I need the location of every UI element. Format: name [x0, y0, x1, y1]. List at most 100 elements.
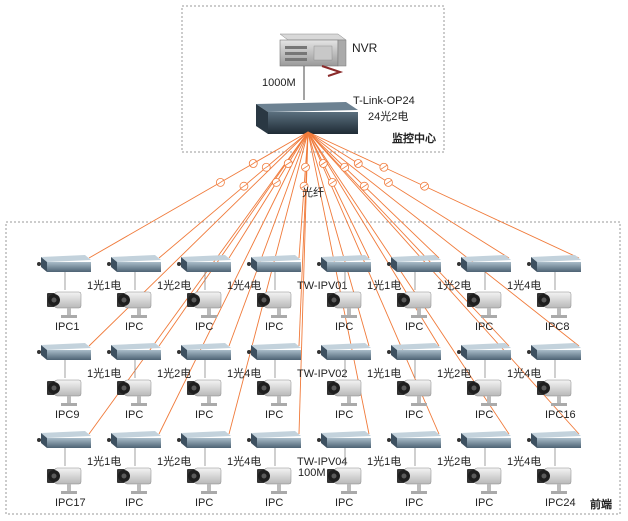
media-converter-r2-c3 [177, 343, 231, 360]
converter-label-r1-c6: 1光2电 [437, 278, 471, 292]
camera-label-r2-c8: IPC16 [545, 409, 576, 421]
ip-camera-r2-c3 [187, 379, 222, 406]
camera-label-r2-c7: IPC [475, 409, 493, 421]
media-converter-r2-c2 [107, 343, 161, 360]
fiber-line-r1-c5 [307, 131, 370, 259]
fiber-line-r2-c1 [88, 131, 309, 347]
switch-model-label: T-Link-OP24 [353, 95, 415, 107]
uplink-label: 1000M [262, 77, 296, 89]
fiber-line-r1-c2 [158, 131, 309, 259]
media-converter-r3-c4 [247, 431, 301, 448]
ip-camera-r2-c8 [537, 379, 572, 406]
camera-label-r1-c1: IPC1 [55, 321, 79, 333]
converter-label-r3-c5: 1光1电 [367, 454, 401, 468]
converter-label-r3-c7: 1光4电 [507, 454, 541, 468]
media-converter-r3-c5 [317, 431, 371, 448]
converter-label-r2-c1: 1光1电 [87, 366, 121, 380]
fiber-markers [215, 159, 429, 191]
core-switch-device [256, 102, 358, 134]
converter-label-r2-c6: 1光2电 [437, 366, 471, 380]
converter-label-r3-c6: 1光2电 [437, 454, 471, 468]
fiber-line-r1-c6 [307, 131, 440, 259]
ip-camera-r2-c4 [257, 379, 292, 406]
fiber-marker-slash [385, 180, 392, 185]
camera-label-r1-c4: IPC [265, 321, 283, 333]
media-converter-r2-c6 [387, 343, 441, 360]
converter-label-r2-c7: 1光4电 [507, 366, 541, 380]
media-converter-r1-c8 [527, 255, 581, 272]
converter-label-r2-c4: TW-IPV02 [297, 368, 348, 380]
converter-label-r1-c1: 1光1电 [87, 278, 121, 292]
camera-label-r3-c3: IPC [195, 497, 213, 509]
fiber-marker-slash [285, 161, 292, 166]
fiber-line-r3-c8 [307, 131, 580, 435]
camera-label-r1-c8: IPC8 [545, 321, 569, 333]
converter-label-r3-c1: 1光1电 [87, 454, 121, 468]
fiber-line-r1-c4 [298, 131, 309, 259]
ip-camera-r2-c7 [467, 379, 502, 406]
media-converter-r1-c1 [37, 255, 91, 272]
fiber-label: 光纤 [302, 185, 324, 199]
bottom-link-label: 100M [298, 467, 326, 479]
media-converter-r2-c1 [37, 343, 91, 360]
media-converter-r1-c3 [177, 255, 231, 272]
converter-label-r1-c2: 1光2电 [157, 278, 191, 292]
fiber-marker-slash [300, 183, 308, 189]
camera-label-r2-c2: IPC [125, 409, 143, 421]
nvr-label: NVR [352, 41, 378, 55]
media-converter-r1-c7 [457, 255, 511, 272]
media-converter-r3-c7 [457, 431, 511, 448]
converter-label-r2-c2: 1光2电 [157, 366, 191, 380]
media-converter-r3-c8 [527, 431, 581, 448]
nvr-device [279, 33, 347, 77]
camera-label-r1-c5: IPC [335, 321, 353, 333]
fiber-line-r1-c7 [307, 131, 510, 259]
fiber-marker-slash [263, 164, 270, 170]
fiber-line-r2-c5 [307, 131, 370, 347]
fiber-marker-slash [250, 161, 257, 166]
ip-camera-r1-c1 [47, 291, 82, 318]
ip-camera-r3-c5 [327, 467, 362, 494]
ip-camera-r2-c6 [397, 379, 432, 406]
converter-label-r2-c5: 1光1电 [367, 366, 401, 380]
camera-label-r2-c3: IPC [195, 409, 213, 421]
converter-label-r1-c4: TW-IPV01 [297, 280, 348, 292]
fiber-marker-slash [341, 164, 348, 170]
fiber-line-r2-c3 [228, 131, 309, 347]
front-end-label: 前端 [590, 497, 612, 511]
fiber-marker-slash [217, 180, 224, 185]
camera-label-r2-c4: IPC [265, 409, 283, 421]
media-converter-r2-c7 [457, 343, 511, 360]
camera-label-r2-c6: IPC [405, 409, 423, 421]
ip-camera-r3-c7 [467, 467, 502, 494]
fiber-marker-slash [380, 164, 388, 170]
media-converter-r1-c4 [247, 255, 301, 272]
media-converter-r3-c2 [107, 431, 161, 448]
ip-camera-r2-c2 [117, 379, 152, 406]
ip-camera-r3-c6 [397, 467, 432, 494]
media-converter-r1-c2 [107, 255, 161, 272]
media-converter-r2-c4 [247, 343, 301, 360]
camera-label-r3-c6: IPC [405, 497, 423, 509]
monitoring-center-label: 监控中心 [392, 131, 436, 145]
media-converter-r3-c6 [387, 431, 441, 448]
ip-camera-r1-c6 [397, 291, 432, 318]
camera-label-r3-c7: IPC [475, 497, 493, 509]
camera-label-r1-c6: IPC [405, 321, 423, 333]
camera-label-r3-c2: IPC [125, 497, 143, 509]
ip-camera-r1-c8 [537, 291, 572, 318]
camera-label-r2-c1: IPC9 [55, 409, 79, 421]
fiber-line-r1-c8 [307, 131, 580, 259]
ip-camera-r3-c1 [47, 467, 82, 494]
ip-camera-r3-c3 [187, 467, 222, 494]
converter-label-r1-c7: 1光4电 [507, 278, 541, 292]
fiber-marker-slash [361, 183, 368, 189]
camera-label-r1-c2: IPC [125, 321, 143, 333]
camera-label-r1-c7: IPC [475, 321, 493, 333]
fiber-marker-slash [421, 183, 428, 189]
converter-label-r1-c5: 1光1电 [367, 278, 401, 292]
ip-camera-r1-c4 [257, 291, 292, 318]
media-converter-r3-c3 [177, 431, 231, 448]
media-converter-r2-c5 [317, 343, 371, 360]
